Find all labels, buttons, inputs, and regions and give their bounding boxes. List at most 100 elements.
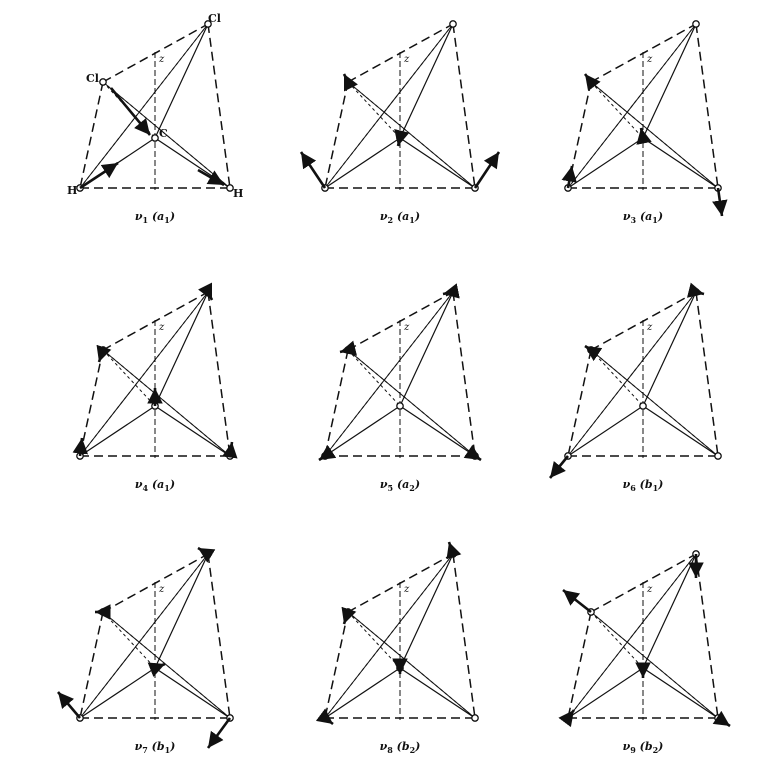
mode-symbol: ν bbox=[622, 210, 631, 223]
edge-dashed bbox=[79, 349, 104, 457]
mode-index: 4 bbox=[142, 483, 149, 494]
mode-caption: ν9 (b2) bbox=[622, 740, 664, 756]
edge-dotted bbox=[590, 81, 644, 139]
z-axis-label: z bbox=[646, 584, 653, 595]
displacement-arrow bbox=[197, 546, 216, 563]
atom-circle bbox=[449, 20, 457, 28]
symmetry-index: 1 bbox=[652, 483, 659, 494]
bond-extra bbox=[324, 553, 454, 719]
z-axis-label: z bbox=[646, 54, 653, 65]
bond-extra bbox=[79, 553, 209, 719]
edge-dotted bbox=[590, 349, 644, 407]
z-axis-label: z bbox=[158, 584, 165, 595]
bond-extra bbox=[102, 349, 231, 457]
bond-c-h bbox=[399, 405, 476, 457]
displacement-arrow bbox=[222, 441, 238, 459]
bond-extra bbox=[567, 23, 697, 189]
mode-index: 3 bbox=[630, 215, 637, 226]
bond-c-h bbox=[154, 667, 231, 719]
molecule-diagram: z bbox=[315, 541, 479, 726]
symmetry-symbol: b bbox=[401, 740, 410, 753]
symmetry-index: 2 bbox=[652, 745, 659, 756]
molecule-diagram: z bbox=[558, 550, 731, 728]
mode-index: 5 bbox=[387, 483, 394, 494]
displacement-arrow bbox=[341, 606, 357, 625]
mode-panel-6: z ν6 (b1) bbox=[488, 268, 722, 518]
bond-c-h bbox=[399, 667, 476, 719]
symmetry-symbol: b bbox=[156, 740, 165, 753]
edge-dotted bbox=[347, 349, 401, 407]
bond-h-c bbox=[324, 667, 401, 719]
edge-dotted bbox=[590, 611, 644, 669]
bond-extra bbox=[567, 553, 697, 719]
mode-caption: ν1 (a1) bbox=[134, 210, 176, 226]
symmetry-index: 1 bbox=[652, 215, 658, 226]
edge-dashed bbox=[695, 291, 719, 457]
mode-symbol: ν bbox=[379, 740, 388, 753]
z-axis-label: z bbox=[646, 322, 653, 333]
displacement-arrow bbox=[712, 710, 731, 728]
bond-extra bbox=[347, 349, 476, 457]
symmetry-index: 1 bbox=[164, 745, 171, 756]
displacement-arrow bbox=[147, 662, 166, 678]
molecule-diagram: z bbox=[57, 546, 234, 749]
displacement-arrow bbox=[96, 344, 112, 363]
atom-circle bbox=[714, 452, 722, 460]
molecule-diagram: z bbox=[72, 282, 238, 460]
displacement-arrow bbox=[561, 165, 577, 189]
atom-circle bbox=[471, 714, 479, 722]
symmetry-symbol: a bbox=[402, 478, 410, 491]
bond-extra bbox=[79, 291, 209, 457]
z-axis-label: z bbox=[403, 54, 410, 65]
symmetry-index: 1 bbox=[164, 215, 170, 226]
bond-h-c bbox=[79, 667, 156, 719]
bond-c-h bbox=[399, 137, 476, 189]
displacement-arrow bbox=[686, 282, 705, 298]
symmetry-index: 1 bbox=[164, 483, 170, 494]
symmetry-index: 2 bbox=[409, 745, 416, 756]
symmetry-symbol: a bbox=[402, 210, 410, 223]
bond-c-h bbox=[154, 405, 231, 457]
molecule-diagram: z bbox=[318, 283, 482, 462]
edge-dashed bbox=[207, 553, 231, 719]
z-axis-label: z bbox=[158, 322, 165, 333]
edge-dashed bbox=[567, 349, 592, 457]
mode-caption: ν5 (a2) bbox=[379, 478, 421, 494]
displacement-arrow bbox=[558, 709, 576, 728]
atom-circle bbox=[204, 20, 212, 28]
bond-extra bbox=[324, 291, 454, 457]
mode-symbol: ν bbox=[622, 740, 631, 753]
bond-extra bbox=[590, 349, 719, 457]
bond-c-h bbox=[642, 137, 719, 189]
symmetry-symbol: b bbox=[644, 478, 653, 491]
mode-index: 1 bbox=[142, 215, 149, 226]
displacement-arrow bbox=[584, 344, 603, 362]
bond-c-cl bbox=[154, 291, 209, 407]
mode-symbol: ν bbox=[134, 478, 143, 491]
atom-circle bbox=[692, 20, 700, 28]
mode-caption: ν2 (a1) bbox=[379, 210, 421, 226]
displacement-arrow bbox=[72, 437, 89, 457]
z-axis-label: z bbox=[158, 54, 165, 65]
atom-circle bbox=[99, 78, 107, 86]
bond-c-cl bbox=[399, 23, 454, 139]
bond-extra bbox=[590, 611, 719, 719]
displacement-arrow bbox=[57, 691, 81, 719]
mode-symbol: ν bbox=[622, 478, 631, 491]
bond-h-c bbox=[567, 405, 644, 457]
mode-symbol: ν bbox=[134, 210, 143, 223]
edge-dotted bbox=[347, 81, 401, 139]
displacement-arrow bbox=[463, 444, 482, 462]
bond-c-cl bbox=[642, 23, 697, 139]
bond-c-cl bbox=[154, 23, 209, 139]
mode-caption: ν6 (b1) bbox=[622, 478, 664, 494]
edge-dashed bbox=[567, 611, 592, 719]
displacement-arrow bbox=[206, 717, 232, 749]
displacement-arrow bbox=[473, 151, 501, 189]
edge-dotted bbox=[102, 611, 156, 669]
displacement-arrow bbox=[342, 73, 358, 92]
